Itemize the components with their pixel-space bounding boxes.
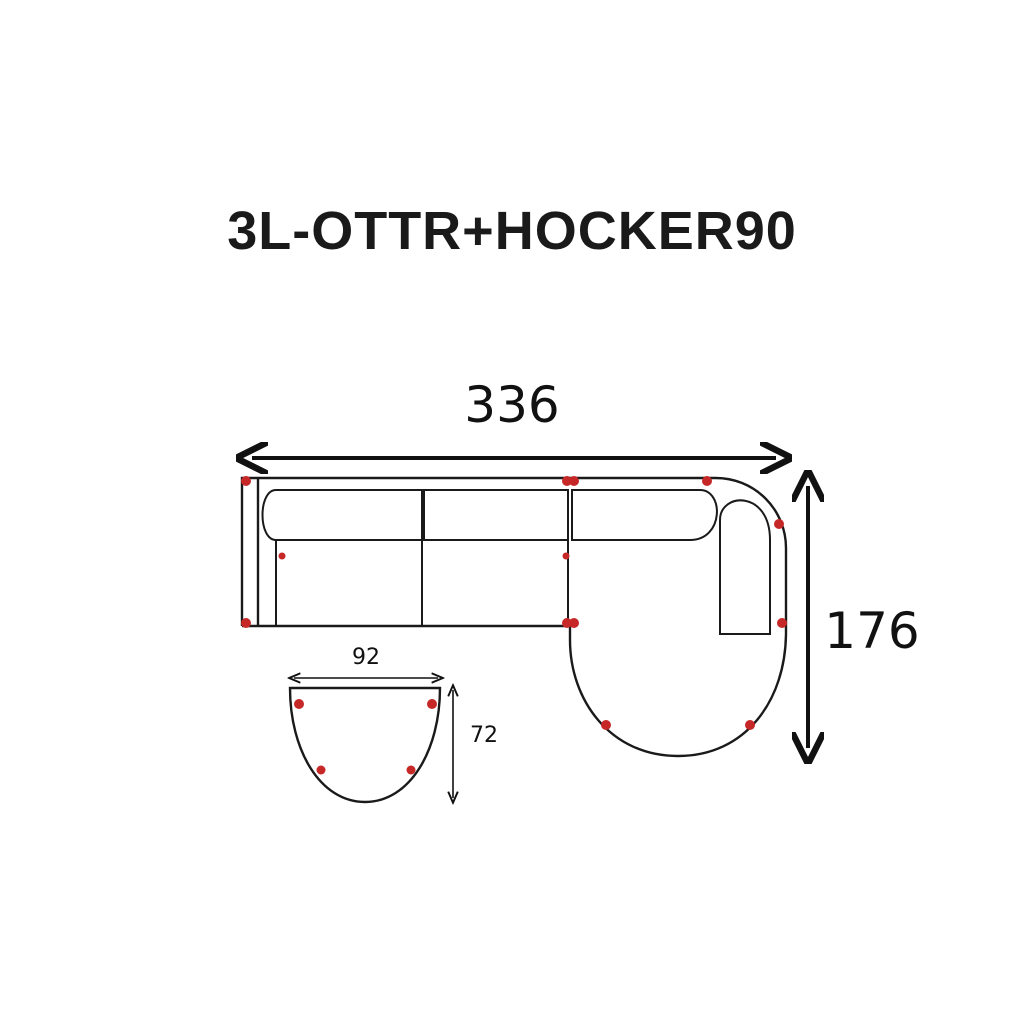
connector-dot <box>569 618 579 628</box>
connector-dot <box>569 476 579 486</box>
connector-dot <box>278 552 286 560</box>
width-dimension-label: 336 <box>464 376 559 434</box>
connector-dot <box>745 720 755 730</box>
hocker-width-label: 92 <box>352 645 380 670</box>
connector-dot <box>702 476 712 486</box>
connector-dot <box>294 699 304 709</box>
connector-dot <box>241 476 251 486</box>
hocker-connector-markers <box>294 699 437 775</box>
connector-dot <box>562 618 572 628</box>
back-cushions <box>261 489 718 541</box>
product-title: 3L-OTTR+HOCKER90 <box>227 201 797 261</box>
connector-dot <box>601 720 611 730</box>
connector-dot <box>427 699 437 709</box>
sofa-connector-markers <box>241 476 787 730</box>
hocker-outline <box>288 686 442 804</box>
connector-dot <box>774 519 784 529</box>
connector-dot <box>241 618 251 628</box>
connector-dot <box>406 765 416 775</box>
connector-dot <box>562 476 572 486</box>
depth-dimension-label: 176 <box>824 602 919 660</box>
hocker-depth-label: 72 <box>470 723 498 748</box>
sofa-outline <box>240 476 788 758</box>
connector-dot <box>316 765 326 775</box>
seat-cushions <box>275 490 771 635</box>
connector-dot <box>777 618 787 628</box>
connector-dot <box>562 552 570 560</box>
